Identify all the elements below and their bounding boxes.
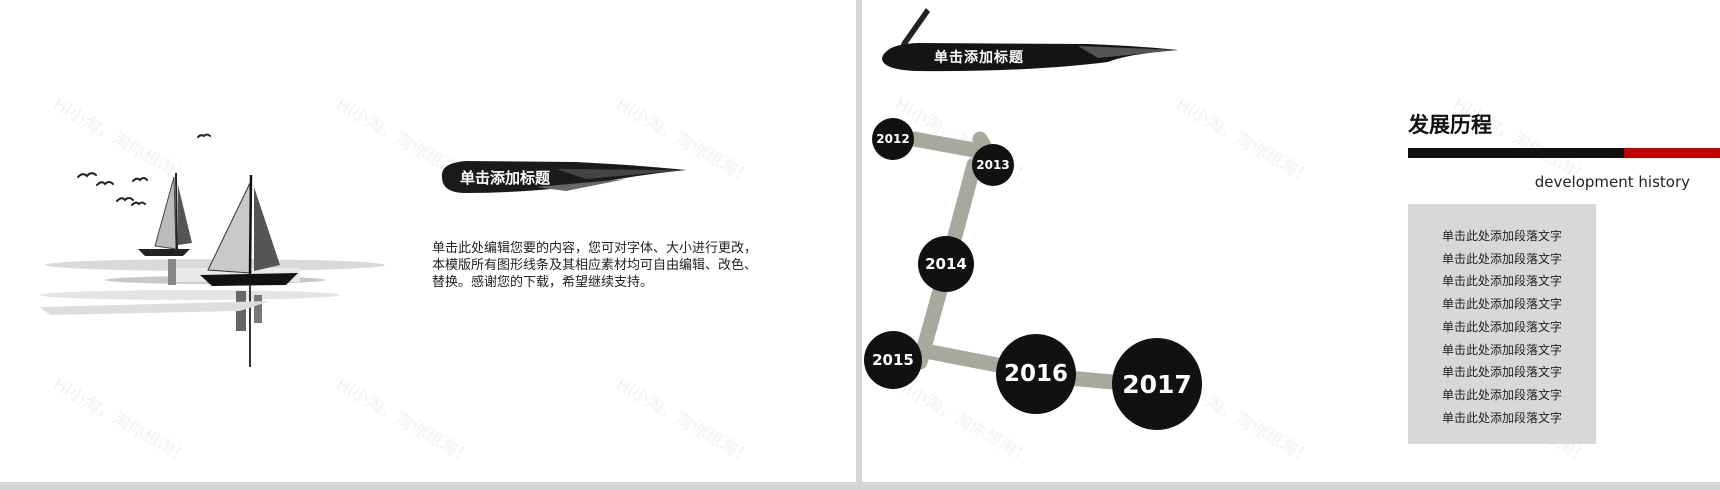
divider-bar-black — [1408, 148, 1624, 158]
divider-bar-red — [1624, 148, 1720, 158]
panel-line: 单击此处添加段落文字 — [1441, 365, 1562, 380]
history-subtitle: development history — [1534, 173, 1690, 191]
banner-title: 单击添加标题 — [934, 50, 1024, 66]
watermark: Hi小淘，淘你想淘！ — [332, 374, 476, 469]
panel-line: 单击此处添加段落文字 — [1441, 387, 1562, 402]
ink-brush-stroke — [882, 43, 1178, 72]
body-line: 本模版所有图形线条及其相应素材均可自由编辑、改色、 — [432, 258, 758, 273]
timeline-node-2016[interactable]: 2016 — [996, 334, 1076, 414]
timeline-node-2012[interactable]: 2012 — [872, 118, 914, 160]
timeline-node-2013[interactable]: 2013 — [972, 144, 1014, 186]
panel-line: 单击此处添加段落文字 — [1441, 251, 1562, 266]
title-banner[interactable]: 单击添加标题 — [878, 40, 1178, 74]
timeline-node-2017[interactable]: 2017 — [1112, 338, 1202, 430]
panel-line: 单击此处添加段落文字 — [1441, 342, 1562, 357]
slide-left[interactable]: Hi小淘，淘你想淘！ Hi小淘，淘你想淘！ Hi小淘，淘你想淘！ Hi小淘，淘你… — [0, 0, 856, 482]
banner-title: 单击添加标题 — [460, 169, 551, 187]
panel-line: 单击此处添加段落文字 — [1441, 297, 1562, 312]
slide-right[interactable]: Hi小淘，淘你想淘！ Hi小淘，淘你想淘！ Hi小淘，淘你想淘！ Hi小淘，淘你… — [862, 0, 1720, 482]
timeline-node-2015[interactable]: 2015 — [864, 331, 922, 389]
timeline-connector — [906, 131, 1166, 394]
panel-line: 单击此处添加段落文字 — [1441, 319, 1562, 334]
title-banner[interactable]: 单击添加标题 — [436, 157, 686, 197]
ink-brush-stroke — [441, 161, 686, 193]
history-title: 发展历程 — [1408, 113, 1492, 137]
panel-line: 单击此处添加段落文字 — [1441, 410, 1562, 425]
timeline-node-2014[interactable]: 2014 — [918, 236, 974, 292]
body-text: 单击此处编辑您要的内容，您可对字体、大小进行更改， 本模版所有图形线条及其相应素… — [432, 240, 792, 291]
panel-line: 单击此处添加段落文字 — [1441, 229, 1562, 243]
sailboat-ink-painting — [40, 133, 385, 367]
panel-line: 单击此处添加段落文字 — [1441, 274, 1562, 289]
watermark: Hi小淘，淘你想淘！ — [612, 374, 756, 469]
watermark: Hi小淘，淘你想淘！ — [49, 374, 193, 469]
body-line: 替换。感谢您的下载，希望继续支持。 — [432, 275, 654, 290]
text-panel[interactable]: 单击此处添加段落文字 单击此处添加段落文字 单击此处添加段落文字 单击此处添加段… — [1408, 204, 1596, 444]
body-line: 单击此处编辑您要的内容，您可对字体、大小进行更改， — [432, 241, 758, 256]
